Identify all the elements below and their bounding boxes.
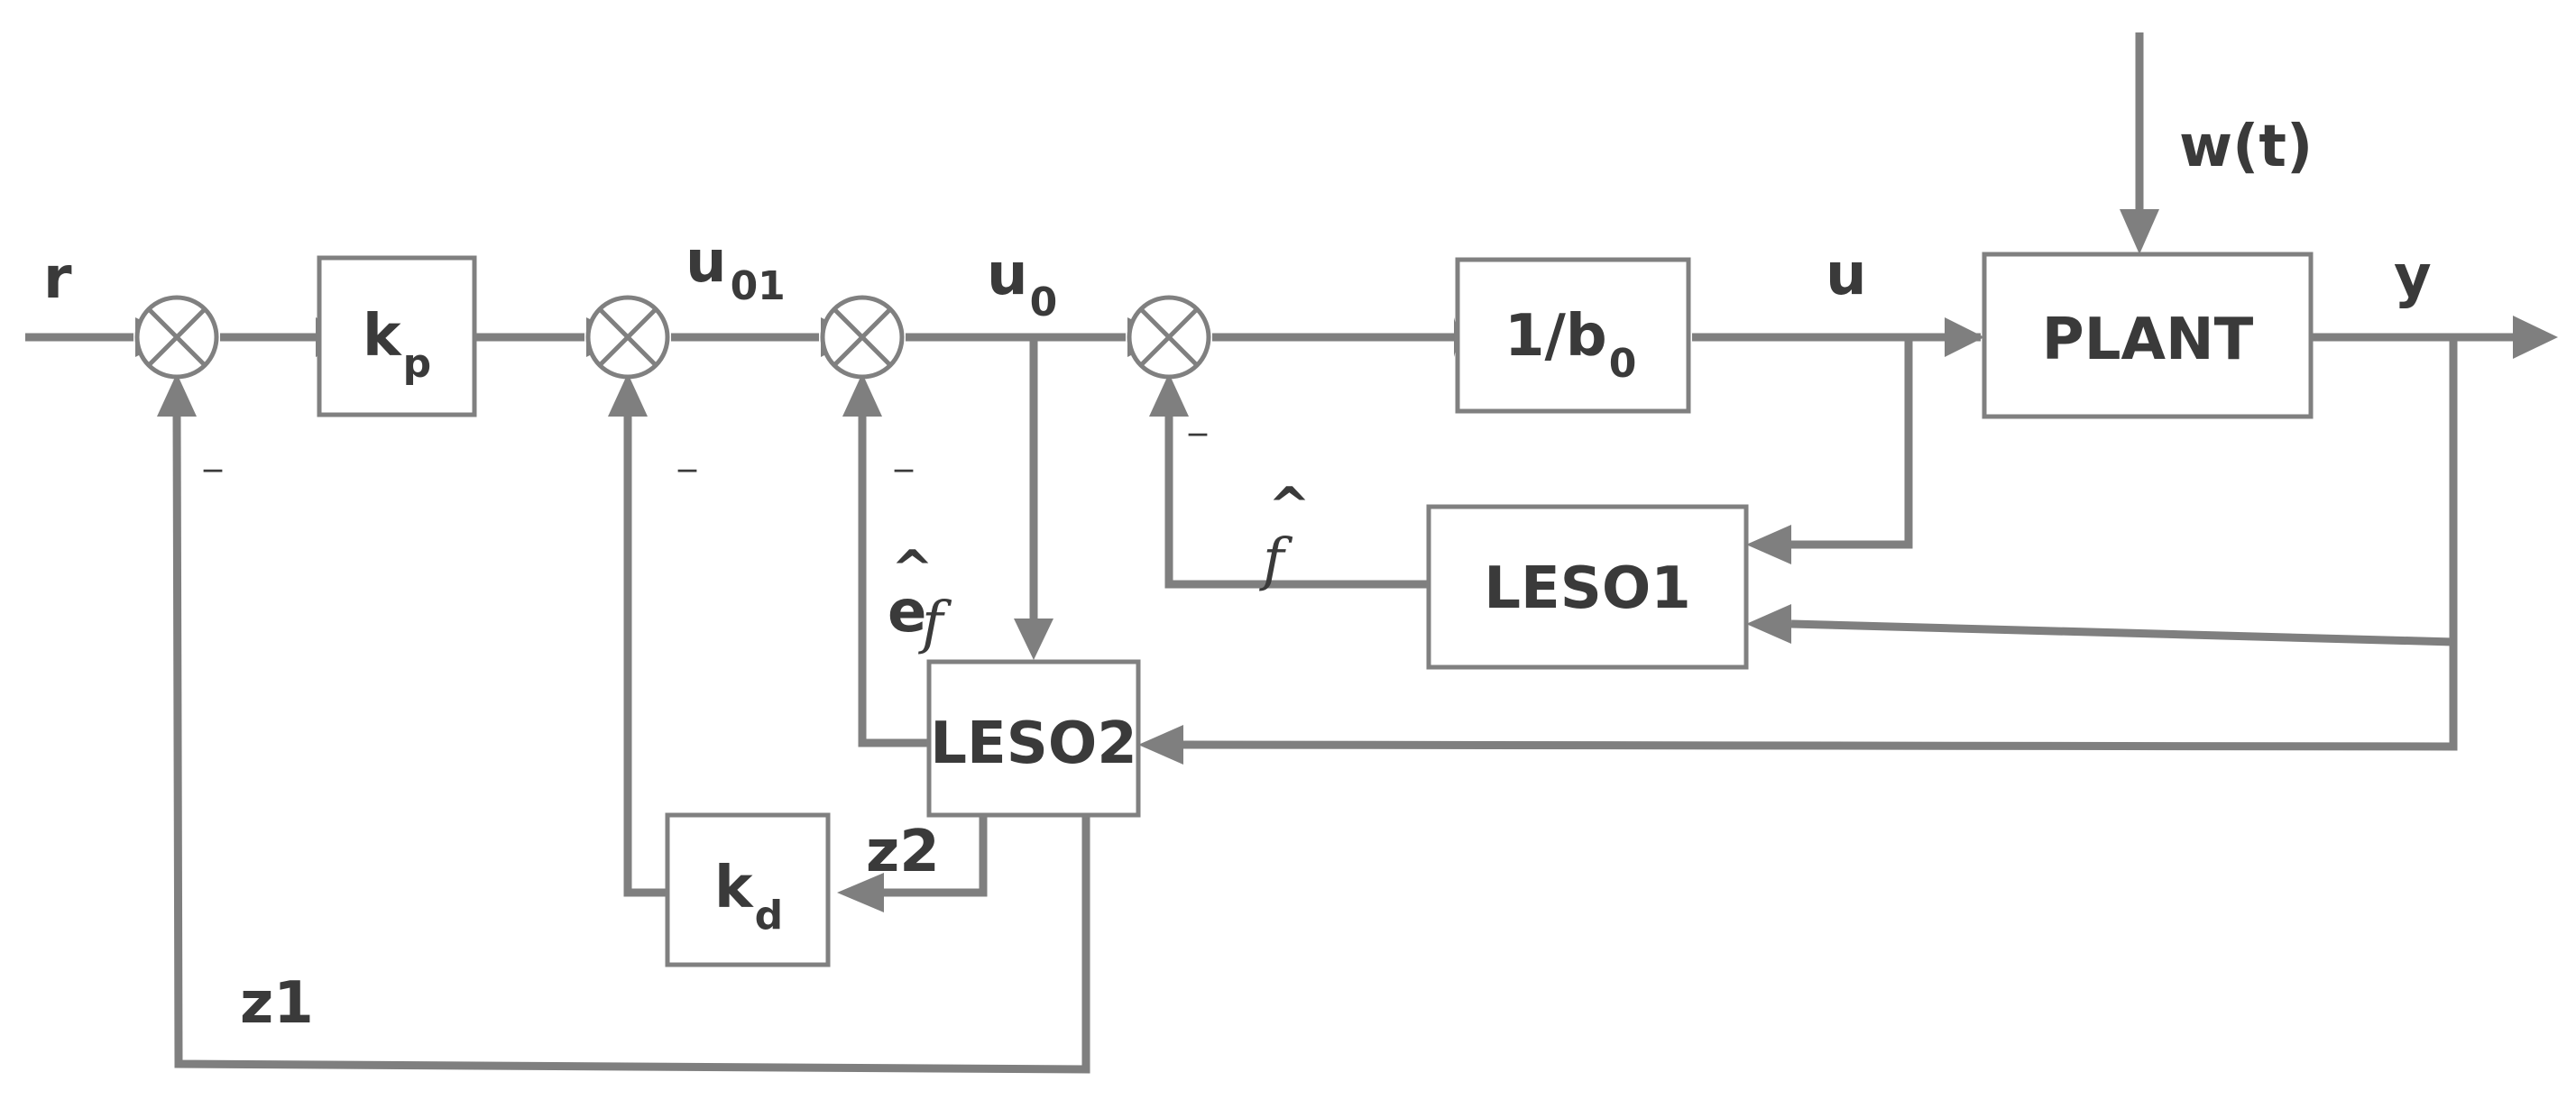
- wire-kd-sum2: [623, 415, 666, 897]
- arrow-into-leso1-u: [1746, 525, 1791, 564]
- fhat-hat-glyph: ^: [1268, 477, 1311, 536]
- svg-text:kd: kd: [714, 855, 783, 939]
- leso1-label: LESO1: [1484, 555, 1691, 622]
- wire-z2-kd: [884, 817, 988, 897]
- block-kp: kp: [317, 255, 477, 417]
- kd-main: k: [714, 855, 754, 921]
- arrow-into-leso2-y: [1138, 725, 1183, 765]
- sum-junction-3: [820, 295, 905, 380]
- label-r: r: [43, 245, 72, 312]
- sign-sum1: _: [203, 431, 223, 472]
- arrow-into-sum3-bottom: [842, 373, 882, 417]
- label-u0: u0: [987, 242, 1057, 325]
- arrow-into-leso2-top: [1014, 619, 1053, 660]
- arrow-y-out: [2513, 316, 2558, 359]
- sign-sum3: _: [894, 431, 914, 472]
- block-leso2: LESO2: [926, 659, 1141, 818]
- label-u: u: [1826, 242, 1867, 308]
- sum-junction-2: [585, 295, 670, 380]
- arrow-disturbance: [2120, 209, 2159, 254]
- arrow-into-sum4-bottom: [1149, 373, 1189, 417]
- wire-y-leso2: [1182, 631, 2458, 751]
- plant-label: PLANT: [2042, 307, 2254, 373]
- sign-sum4: _: [1188, 395, 1208, 436]
- label-y: y: [2394, 243, 2432, 310]
- leso2-label: LESO2: [930, 710, 1137, 777]
- label-z2: z2: [866, 819, 940, 885]
- label-f-hat: ^ f: [1259, 477, 1311, 593]
- sum-junction-1: [134, 295, 219, 380]
- arrow-into-sum1-bottom: [157, 373, 197, 417]
- arrow-into-kd: [837, 873, 884, 912]
- ef-f: f: [918, 590, 952, 656]
- wires: [25, 32, 2516, 1074]
- sum-junction-4: [1127, 295, 1211, 380]
- sign-sum2: _: [677, 431, 697, 472]
- label-disturbance: w(t): [2179, 114, 2313, 180]
- ef-e: e: [888, 579, 926, 646]
- block-leso1: LESO1: [1426, 504, 1749, 670]
- kp-main: k: [363, 303, 402, 370]
- kp-sub: p: [403, 341, 432, 387]
- arrow-into-plant: [1945, 317, 1984, 357]
- label-z1: z1: [240, 970, 314, 1037]
- wire-u-leso1: [1791, 337, 1913, 549]
- wire-fhat-sum4: [1164, 415, 1429, 589]
- kd-sub: d: [755, 893, 784, 939]
- arrow-into-sum2-bottom: [608, 373, 648, 417]
- svg-text:kp: kp: [363, 303, 431, 387]
- ef-hat-glyph: ^: [891, 540, 934, 599]
- label-u01: u01: [685, 229, 786, 309]
- gain-sub: 0: [1609, 341, 1637, 387]
- gain-main: 1/b: [1504, 303, 1607, 370]
- block-plant: PLANT: [1982, 252, 2314, 419]
- wire-z1-sum1: [172, 414, 1090, 1074]
- arrow-into-leso1-y: [1746, 604, 1791, 644]
- block-kd: kd: [665, 812, 831, 967]
- wire-ef-sum3: [858, 415, 929, 747]
- svg-text:1/b0: 1/b0: [1504, 303, 1636, 387]
- block-gain: 1/b0: [1455, 257, 1691, 414]
- label-ef-hat: ^ e f: [888, 540, 952, 656]
